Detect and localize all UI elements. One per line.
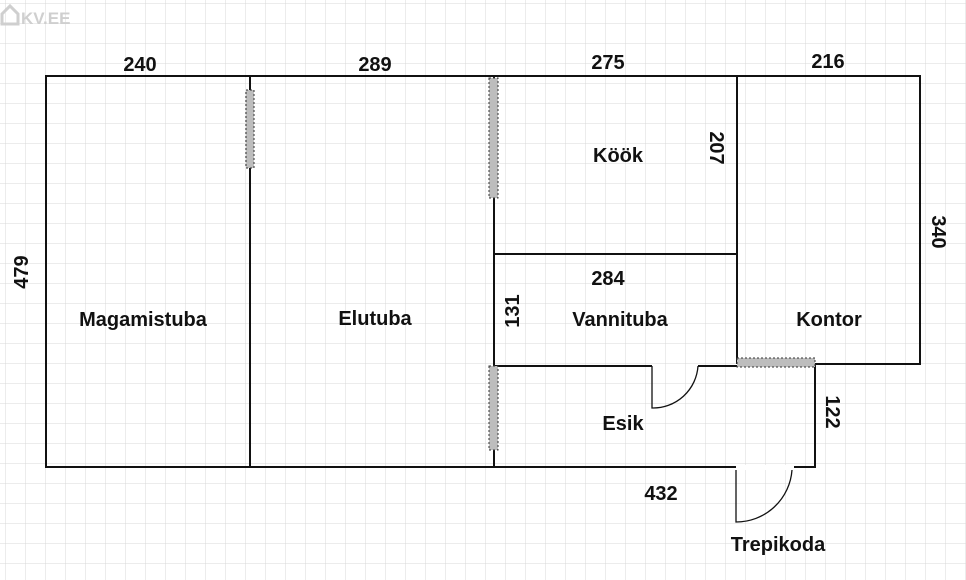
opening-elutuba-esik — [488, 365, 499, 451]
room-label-esik: Esik — [602, 413, 644, 435]
room-label-elutuba: Elutuba — [338, 308, 412, 330]
logo: KV.EE — [0, 3, 70, 28]
openings — [245, 77, 816, 451]
dim-kontor-height: 340 — [927, 215, 949, 248]
room-label-kook: Köök — [593, 145, 644, 167]
door-swing-vannituba — [651, 365, 699, 409]
opening-magamistuba-elutuba — [245, 89, 255, 169]
room-label-vannituba: Vannituba — [572, 309, 668, 331]
dim-top-kook: 275 — [591, 52, 624, 74]
dim-esik-height: 122 — [821, 395, 843, 428]
house-icon — [0, 3, 20, 26]
room-label-magamistuba: Magamistuba — [79, 309, 208, 331]
dim-vannituba-width: 284 — [591, 268, 625, 290]
dim-kook-height: 207 — [705, 131, 727, 164]
entrance-gap — [736, 465, 794, 470]
dim-left-height: 479 — [11, 255, 33, 288]
dim-vannituba-height: 131 — [502, 294, 524, 327]
door-swings — [651, 365, 793, 523]
room-label-trepikoda: Trepikoda — [731, 534, 826, 556]
dim-top-magamistuba: 240 — [123, 54, 156, 76]
dim-bottom-width: 432 — [644, 483, 677, 505]
door-swing-entrance — [735, 469, 793, 523]
logo-text: KV.EE — [21, 9, 70, 28]
room-label-kontor: Kontor — [796, 309, 862, 331]
dim-top-elutuba: 289 — [358, 54, 391, 76]
opening-elutuba-kook — [488, 77, 499, 199]
room-labels: Magamistuba Elutuba Köök Vannituba Konto… — [79, 145, 862, 556]
dim-top-kontor: 216 — [811, 51, 844, 73]
opening-kontor-esik — [736, 357, 816, 368]
dimension-labels: 240 289 275 216 284 432 479 207 340 131 … — [11, 51, 949, 505]
